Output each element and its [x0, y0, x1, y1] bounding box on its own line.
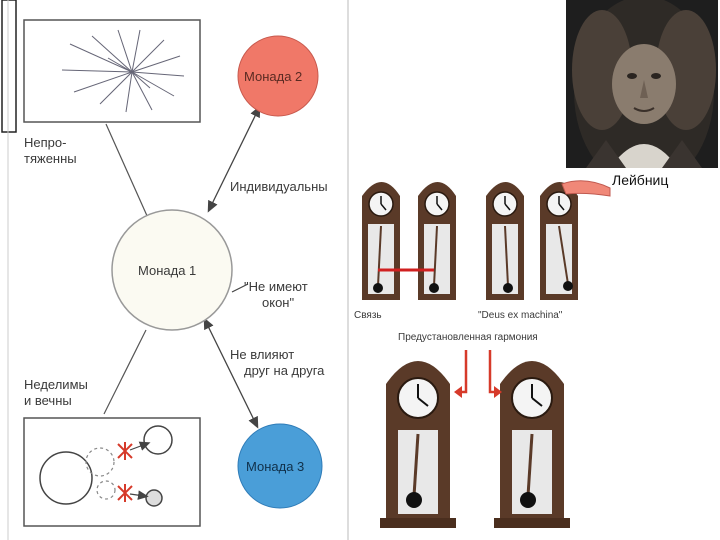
monad1-circle: [111, 209, 233, 331]
harmony-label: Предустановленная гармония: [398, 332, 538, 343]
split-circle-large: [143, 425, 173, 455]
split-circle-small: [145, 489, 163, 507]
no-windows-label-1: "Не имеют: [244, 279, 308, 294]
monad2-label: Монада 2: [244, 69, 303, 84]
dashed-circle-small: [96, 480, 116, 500]
no-influence-label-1: Не влияют: [230, 347, 295, 362]
large-circle: [39, 451, 93, 505]
explosion-icon: [117, 442, 133, 502]
clock-pair-connection: [362, 182, 456, 300]
monad3-circle: [237, 423, 323, 509]
individual-label: Индивидуальны: [230, 179, 328, 194]
starburst-icon: [61, 29, 185, 113]
arrow-monad2: [207, 105, 261, 213]
unextended-label-1: Непро-: [24, 135, 67, 150]
monad3-label: Монада 3: [246, 459, 305, 474]
leibniz-portrait: [566, 0, 718, 168]
clock-pair-deus: [486, 180, 611, 300]
monad1-label: Монада 1: [138, 263, 197, 278]
left-border-box: [1, 0, 17, 133]
dashed-circle: [85, 447, 115, 477]
indivisible-label-2: и вечны: [24, 393, 72, 408]
clock-pair-harmony: [380, 350, 570, 528]
red-arrow-right: [488, 350, 498, 394]
red-arrow-left: [458, 350, 468, 394]
arrow-monad3: [203, 317, 259, 429]
deus-label: "Deus ex machina": [478, 310, 563, 321]
no-influence-label-2: друг на друга: [244, 363, 325, 378]
leibniz-caption: Лейбниц: [612, 172, 669, 188]
indivisible-label-1: Неделимы: [24, 377, 88, 392]
no-windows-label-2: окон": [262, 295, 295, 310]
hand-icon: [561, 180, 611, 197]
unextended-label-2: тяженны: [24, 151, 77, 166]
connection-label: Связь: [354, 310, 382, 321]
monad2-circle: [237, 35, 319, 117]
